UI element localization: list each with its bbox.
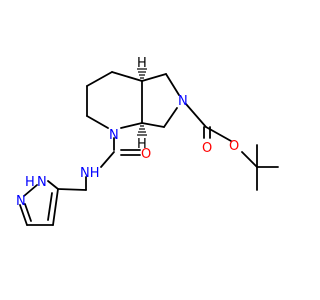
atom-h-stereo-top: H	[137, 56, 147, 71]
bond-n1-c7a	[120, 122, 143, 129]
atom-o-carbamate-ester: O	[229, 139, 239, 154]
structure-diagram: N O O N O NH N H N H H	[16, 56, 279, 226]
bond-carbamate-n	[185, 103, 207, 128]
bond-pz-c4-c5-a	[52, 188, 59, 226]
bond-tbu-o	[241, 151, 258, 168]
stereo-hash-bonds	[137, 68, 147, 136]
atom-labels: N O O N O NH N H N H H	[16, 56, 239, 209]
bond-c4-c3	[86, 71, 113, 87]
atom-nh-amide: NH	[80, 166, 100, 181]
bond-c2-n1	[86, 115, 109, 129]
molecule-canvas: N O O N O NH N H N H H	[16, 56, 279, 226]
bonds	[19, 71, 279, 226]
atom-n-pyrazole-h-n: N	[37, 175, 47, 190]
bond-pz-n1-n2	[23, 184, 38, 197]
atom-n-pyrazole-h-h: H	[25, 175, 35, 190]
atom-n-piperidine: N	[109, 128, 119, 143]
bond-urea-c-nh	[100, 151, 115, 168]
bond-c4a-c4	[111, 71, 143, 82]
bond-pz-c5-n1	[47, 180, 59, 190]
bond-n-ch2-bot	[163, 107, 178, 128]
hash-wedge-bottom	[137, 125, 147, 136]
bond-pz-c4-c5-b	[47, 192, 53, 221]
bond-ch2-top-c4a	[141, 73, 167, 82]
atom-h-stereo-bottom: H	[137, 137, 147, 152]
atom-o-urea-carbonyl: O	[141, 147, 151, 162]
bond-ch2-pyrazole	[57, 188, 87, 191]
atom-o-carbamate-carbonyl: O	[202, 141, 212, 156]
bond-pz-n2-c3-a	[19, 204, 28, 226]
bond-n-ch2-top	[165, 73, 180, 96]
hash-wedge-top	[137, 68, 147, 79]
atom-n-pyrrolidine: N	[178, 94, 188, 109]
bond-ch2-bot-c7a	[141, 122, 165, 128]
bond-pz-n2-c3-b	[24, 203, 32, 222]
atom-n-pyrazole: N	[16, 194, 26, 209]
